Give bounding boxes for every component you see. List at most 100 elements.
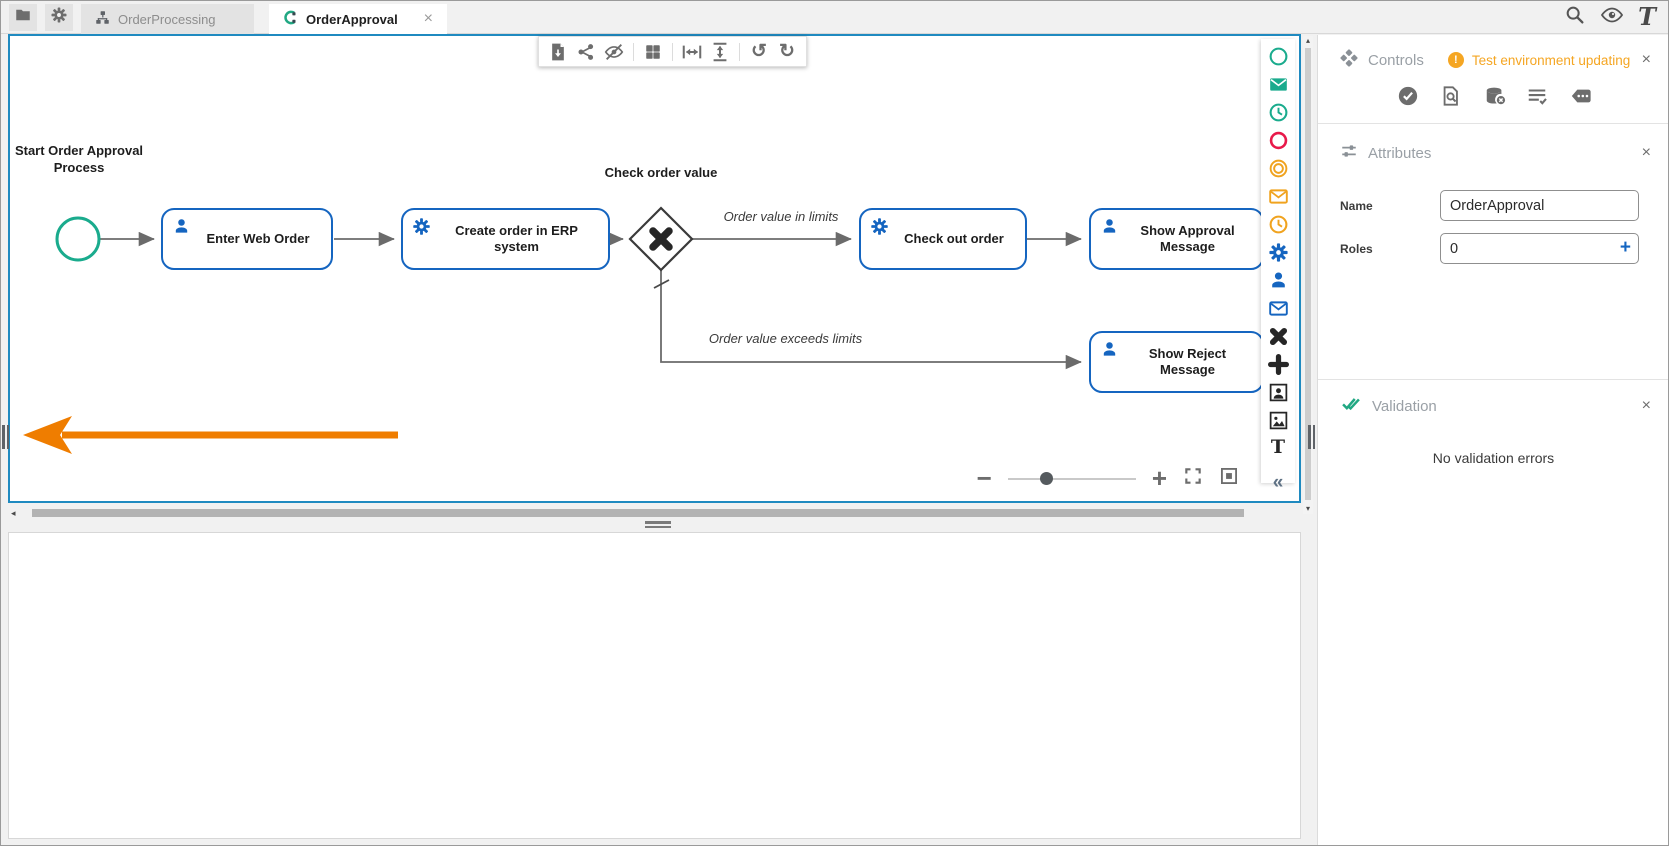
task-label: Show Approval Message <box>1140 222 1235 254</box>
task-show-reject-message[interactable]: Show Reject Message <box>1089 331 1264 393</box>
attributes-close-icon[interactable]: × <box>1641 144 1651 161</box>
palette-actor-icon[interactable] <box>1268 382 1289 403</box>
zoom-out-icon[interactable]: − <box>976 463 992 494</box>
palette-user-task-icon[interactable] <box>1268 270 1289 291</box>
vertical-scrollbar[interactable]: ▴ ▾ <box>1303 36 1313 514</box>
fit-to-screen-icon[interactable] <box>1219 466 1239 491</box>
order-approval-logo-icon <box>283 10 298 28</box>
settings-button[interactable] <box>45 4 73 31</box>
verify-check-icon[interactable] <box>1397 85 1419 107</box>
vertical-scrollbar-thumb[interactable] <box>1305 48 1311 500</box>
task-check-out-order[interactable]: Check out order <box>859 208 1027 270</box>
user-task-icon <box>172 217 191 236</box>
share-icon[interactable] <box>574 40 598 64</box>
hide-eye-off-icon[interactable] <box>602 40 626 64</box>
attributes-title: Attributes <box>1368 144 1432 162</box>
checklist-icon[interactable] <box>1526 85 1548 107</box>
service-task-icon <box>870 217 889 236</box>
task-create-order-erp[interactable]: Create order in ERP system <box>401 208 610 270</box>
palette-text-annotation-icon[interactable]: T <box>1270 436 1286 458</box>
diagram-canvas[interactable]: Start Order Approval Process Check order… <box>8 34 1301 503</box>
database-remove-icon[interactable] <box>1483 85 1505 107</box>
preview-eye-icon[interactable] <box>1600 3 1624 32</box>
gear-icon <box>50 6 68 29</box>
zoom-slider[interactable] <box>1007 471 1136 485</box>
palette-intermediate-event-icon[interactable] <box>1268 158 1289 179</box>
right-splitter-handle[interactable] <box>1308 425 1315 449</box>
controls-icon <box>1340 49 1358 71</box>
tab-order-approval[interactable]: OrderApproval × <box>269 4 447 34</box>
palette-start-event-icon[interactable] <box>1268 46 1289 67</box>
process-flow-icon <box>95 10 110 28</box>
palette-message-intermediate-event-icon[interactable] <box>1268 186 1289 207</box>
validation-double-check-icon <box>1340 394 1362 418</box>
palette-send-task-icon[interactable] <box>1268 298 1289 319</box>
left-splitter-handle[interactable] <box>2 425 9 449</box>
edge-label-exceeds-limits[interactable]: Order value exceeds limits <box>708 331 863 346</box>
tab-order-processing[interactable]: OrderProcessing <box>81 4 254 34</box>
gateway-label[interactable]: Check order value <box>604 165 718 180</box>
zoom-in-icon[interactable]: + <box>1151 463 1167 494</box>
attributes-tune-icon <box>1340 142 1358 164</box>
shape-palette: T « <box>1261 39 1295 492</box>
zoom-bar: − + <box>976 463 1239 494</box>
edge-label-in-limits[interactable]: Order value in limits <box>723 209 839 224</box>
horizontal-scrollbar[interactable]: ◂ <box>8 506 1301 519</box>
attributes-section-header: Attributes × <box>1318 142 1668 164</box>
palette-image-icon[interactable] <box>1268 410 1289 431</box>
task-show-approval-message[interactable]: Show Approval Message <box>1089 208 1264 270</box>
name-label: Name <box>1340 198 1373 213</box>
palette-timer-start-event-icon[interactable] <box>1268 102 1289 123</box>
roles-field-row: Roles + <box>1318 233 1668 264</box>
palette-message-start-event-icon[interactable] <box>1268 74 1289 95</box>
grid-layout-icon[interactable] <box>641 40 665 64</box>
add-role-button[interactable]: + <box>1619 237 1631 258</box>
toolbar-separator <box>633 42 634 61</box>
controls-section-header: Controls ! Test environment updating × <box>1318 49 1668 71</box>
name-input[interactable] <box>1440 190 1639 221</box>
horizontal-splitter-handle[interactable] <box>645 519 671 530</box>
undo-icon[interactable]: ↺ <box>751 41 767 62</box>
diagram-edges-layer <box>23 206 1082 454</box>
tab-label: OrderApproval <box>306 11 398 27</box>
app-logo: T <box>1638 2 1656 31</box>
scroll-up-icon[interactable]: ▴ <box>1305 36 1310 45</box>
palette-parallel-gateway-icon[interactable] <box>1267 354 1289 375</box>
warning-text: Test environment updating <box>1471 52 1631 68</box>
service-task-icon <box>412 217 431 236</box>
export-download-icon[interactable] <box>546 40 570 64</box>
zoom-slider-knob[interactable] <box>1039 471 1053 485</box>
palette-end-event-icon[interactable] <box>1268 130 1289 151</box>
tab-close-icon[interactable]: × <box>423 10 433 27</box>
horizontal-scrollbar-thumb[interactable] <box>32 509 1244 517</box>
task-label: Show Reject Message <box>1148 345 1227 377</box>
document-search-icon[interactable] <box>1440 85 1462 107</box>
user-task-icon <box>1100 340 1119 359</box>
palette-exclusive-gateway-icon[interactable] <box>1268 326 1289 347</box>
task-label: Enter Web Order <box>206 230 310 246</box>
start-event-label[interactable]: Start Order Approval Process <box>14 143 144 175</box>
palette-service-task-icon[interactable] <box>1268 242 1289 263</box>
controls-title: Controls <box>1368 51 1424 69</box>
validation-section-header: Validation × <box>1318 394 1668 418</box>
roles-input[interactable] <box>1440 233 1639 264</box>
open-folder-button[interactable] <box>9 4 37 31</box>
redo-icon[interactable]: ↻ <box>779 41 795 62</box>
roles-label: Roles <box>1340 241 1373 256</box>
fit-width-icon[interactable] <box>680 40 704 64</box>
palette-timer-intermediate-event-icon[interactable] <box>1268 214 1289 235</box>
comment-dots-icon[interactable] <box>1569 85 1591 107</box>
fit-height-icon[interactable] <box>708 40 732 64</box>
validation-message: No validation errors <box>1432 450 1555 466</box>
fullscreen-icon[interactable] <box>1183 466 1203 491</box>
controls-close-icon[interactable]: × <box>1641 51 1651 68</box>
task-label: Check out order <box>904 230 1004 246</box>
validation-close-icon[interactable]: × <box>1641 397 1651 414</box>
scroll-down-icon[interactable]: ▾ <box>1305 504 1310 513</box>
validation-title: Validation <box>1372 397 1437 415</box>
task-enter-web-order[interactable]: Enter Web Order <box>161 208 333 270</box>
palette-collapse-icon[interactable]: « <box>1272 472 1284 493</box>
search-icon[interactable] <box>1564 4 1586 31</box>
right-panel: Controls ! Test environment updating × A… <box>1317 35 1668 845</box>
scroll-left-icon[interactable]: ◂ <box>11 508 16 518</box>
